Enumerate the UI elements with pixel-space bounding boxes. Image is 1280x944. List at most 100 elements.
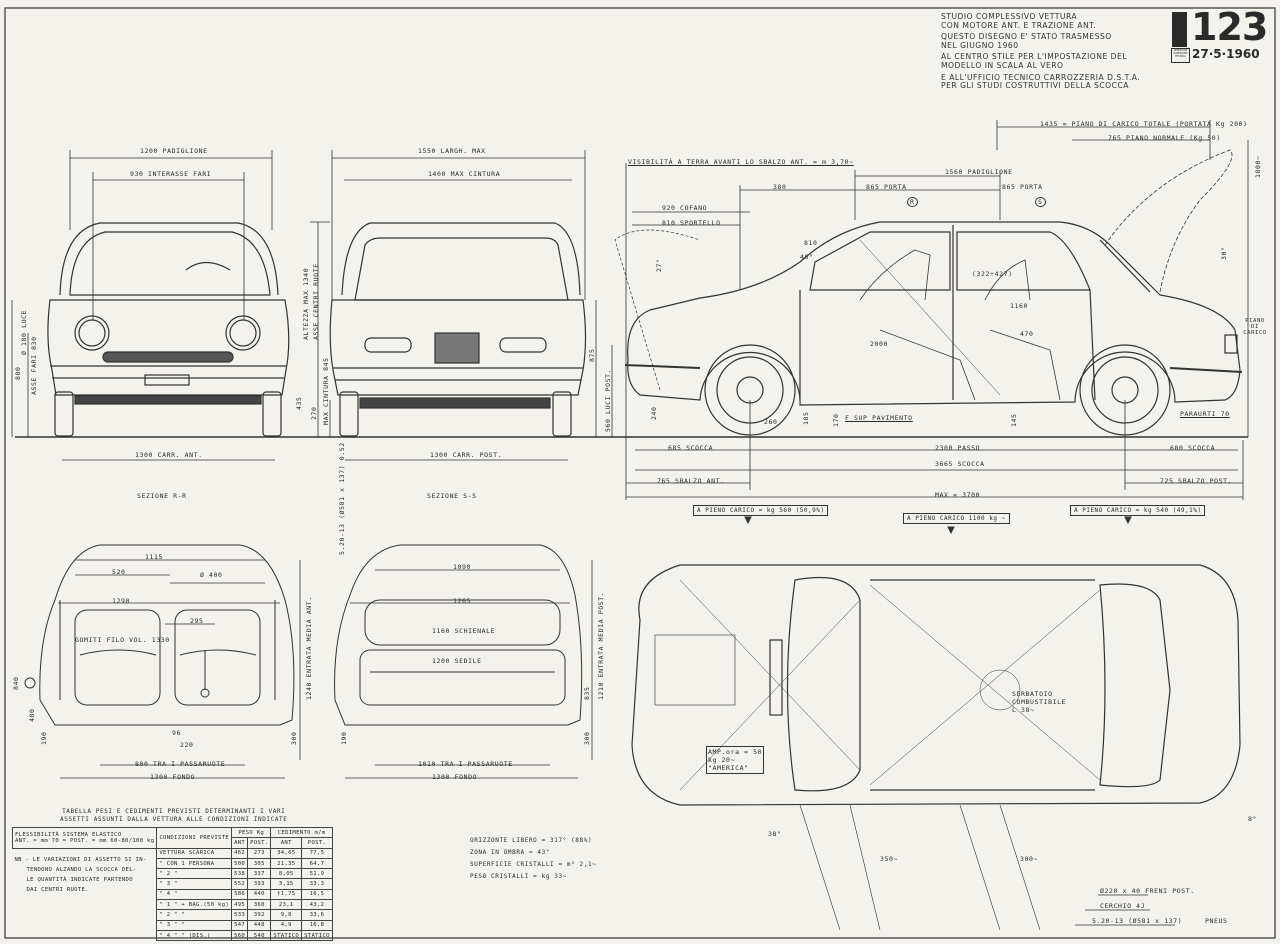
pneus-label: PNEUS bbox=[1205, 917, 1228, 925]
flex-title: FLESSIBILITÀ SISTEMA ELASTICO bbox=[15, 831, 122, 838]
dim-passaruote-s: 1010 TRA I PASSARUOTE bbox=[418, 760, 513, 768]
angle-30: 30° bbox=[1220, 246, 1228, 260]
peso-ant: 552 bbox=[231, 878, 249, 890]
ced-ant: 9,8 bbox=[270, 909, 303, 921]
note-line: LE QUANTITÀ INDICATE PARTENDO bbox=[26, 876, 133, 883]
peso-post: 273 bbox=[247, 847, 272, 859]
section-r-title: SEZIONE R-R bbox=[137, 492, 187, 500]
model-date: 27·5·1960 bbox=[1192, 47, 1260, 61]
dim-300-s: 300 bbox=[583, 731, 591, 745]
dim-295: 295 bbox=[190, 617, 204, 625]
dim-pneus: 5.20-13 (Ø581 x 137) 0.52 bbox=[338, 442, 346, 555]
dim-190-s: 190 bbox=[340, 731, 348, 745]
header-peso-ant: ANT bbox=[231, 837, 249, 849]
dim-1160: 1160 bbox=[1010, 302, 1029, 310]
header-ced-post: POST. bbox=[301, 837, 333, 849]
note-cell: NB - LE VARIAZIONI DI ASSETTO SI IN- TEN… bbox=[13, 848, 157, 941]
note-superficie: SUPERFICIE CRISTALLI = m² 2,1~ bbox=[470, 861, 597, 868]
dim-sbalzo-ant: 765 SBALZO ANT. bbox=[657, 477, 725, 485]
model-number: 123 bbox=[1191, 5, 1268, 49]
header-conditions: CONDIZIONI PREVISTE bbox=[156, 827, 233, 849]
dim-luci-post: 560 LUCI POST. bbox=[604, 368, 612, 432]
gomiti-label: GOMITI FILO VOL. 1330 bbox=[75, 636, 170, 644]
visibility-notes: ORIZZONTE LIBERO = 317° (88%) ZONA IN OM… bbox=[470, 835, 596, 883]
ced-ant: 23,1 bbox=[270, 899, 303, 911]
header-cedimento: CEDIMENTO m/m bbox=[270, 826, 333, 839]
front-dimension-lines bbox=[11, 150, 613, 461]
serbatoio-label: SERBATOIO COMBUSTIBILE L 38~ bbox=[1012, 690, 1066, 714]
section-s-s bbox=[334, 544, 583, 726]
tire-dimension-lines bbox=[1075, 894, 1175, 926]
dim-padiglione: 1200 PADIGLIONE bbox=[140, 147, 208, 155]
peso-post: 540 bbox=[247, 929, 272, 942]
dim-scocca-tot: 3665 SCOCCA bbox=[935, 460, 985, 468]
ced-post: 16,5 bbox=[301, 888, 333, 901]
serbatoio-line: COMBUSTIBILE bbox=[1012, 698, 1067, 706]
peso-post: 305 bbox=[247, 857, 272, 870]
caption-line: TABELLA PESI E CEDIMENTI PREVISTI DETERM… bbox=[62, 808, 286, 815]
dim-fondo-s: 1300 FONDO bbox=[432, 773, 478, 781]
model-logo: DIREZIONE SUPERIORE TECNICA 123 27·5·196… bbox=[1158, 5, 1270, 63]
title-line: CON MOTORE ANT. E TRAZIONE ANT. bbox=[941, 20, 1097, 30]
cond: VETTURA SCARICA bbox=[156, 847, 233, 859]
dim-300-r: 300 bbox=[290, 731, 298, 745]
header-peso: PESO Kg bbox=[231, 826, 272, 839]
dim-1800: 1800~ bbox=[1254, 155, 1262, 178]
drawing-border bbox=[4, 7, 1276, 939]
dim-scocca-post: 680 SCOCCA bbox=[1170, 444, 1216, 452]
dim-porta-1: 865 PORTA bbox=[866, 183, 907, 191]
title-line: STUDIO COMPLESSIVO VETTURA bbox=[941, 12, 1078, 21]
peso-ant: 538 bbox=[231, 868, 249, 880]
dim-altezza-max: ALTEZZA MAX 1340 bbox=[302, 267, 310, 340]
title-line: AL CENTRO STILE PER L'IMPOSTAZIONE DEL bbox=[941, 52, 1128, 62]
dim-810: 810 bbox=[804, 239, 818, 247]
note-ombra: ZONA IN OMBRA = 43° bbox=[470, 849, 551, 856]
peso-post: 448 bbox=[247, 919, 272, 931]
dim-sedile: 1200 SEDILE bbox=[432, 657, 482, 665]
title-line: MODELLO IN SCALA AL VERO bbox=[941, 60, 1064, 70]
dim-185: 185 bbox=[802, 411, 810, 425]
load-arrows bbox=[744, 516, 1132, 535]
dim-260: 260 bbox=[764, 418, 778, 426]
peso-ant: 462 bbox=[231, 847, 249, 859]
battery-line: kg 20~ bbox=[708, 756, 736, 764]
logo-badge: DIREZIONE SUPERIORE TECNICA bbox=[1171, 48, 1190, 63]
note-line: DAI CENTRI RUOTE. bbox=[26, 886, 89, 893]
angle-27: 27° bbox=[655, 258, 663, 272]
title-line: PER GLI STUDI COSTRUTTIVI DELLA SCOCCA bbox=[941, 81, 1129, 91]
dim-875: 875 bbox=[588, 348, 596, 362]
cond: " CON 1 PERSONA bbox=[156, 857, 233, 870]
pavimento-label: F SUP PAVIMENTO bbox=[845, 414, 913, 422]
paraurti-label: PARAURTI 70 bbox=[1180, 410, 1230, 418]
range-label: (322÷427) bbox=[972, 270, 1013, 278]
peso-ant: 547 bbox=[231, 919, 249, 931]
section-s-title: SEZIONE S-S bbox=[427, 492, 477, 500]
ced-post: 51,9 bbox=[301, 868, 333, 880]
dim-1115: 1115 bbox=[145, 553, 164, 561]
peso-post: 440 bbox=[247, 888, 272, 901]
ced-ant: †1,75 bbox=[270, 888, 303, 901]
ced-ant: 3,15 bbox=[270, 878, 303, 890]
dim-sbalzo-post: 725 SBALZO POST. bbox=[1160, 477, 1233, 485]
dim-asse-fari: ASSE FARI 830 bbox=[30, 336, 38, 395]
dim-835: 835 bbox=[583, 686, 591, 700]
dim-350: 350~ bbox=[880, 855, 899, 863]
ced-post: STATICO bbox=[301, 929, 333, 942]
dim-170: 170 bbox=[832, 413, 840, 427]
dim-schienale: 1160 SCHIENALE bbox=[432, 627, 496, 635]
ced-post: 16,8 bbox=[301, 919, 333, 931]
dim-1265: 1265 bbox=[453, 597, 472, 605]
dim-largh-max: 1550 LARGH. MAX bbox=[418, 147, 486, 155]
dim-880: 880 bbox=[14, 366, 22, 380]
ced-ant: 21,35 bbox=[270, 857, 303, 870]
logo-bar bbox=[1172, 12, 1187, 47]
dim-entrata-ant: 1240 ENTRATA MEDIA ANT. bbox=[305, 596, 313, 700]
load-front-box: A PIENO CARICO = kg 560 (50,9%) bbox=[693, 505, 829, 516]
load-total-box: A PIENO CARICO 1100 kg ~ bbox=[903, 513, 1010, 524]
note-line: TENDONO ALZANDO LA SCOCCA DEL- bbox=[26, 866, 137, 873]
dim-2000: 2000 bbox=[870, 340, 889, 348]
angle-8: 8° bbox=[1248, 815, 1258, 823]
peso-post: 337 bbox=[247, 868, 272, 880]
